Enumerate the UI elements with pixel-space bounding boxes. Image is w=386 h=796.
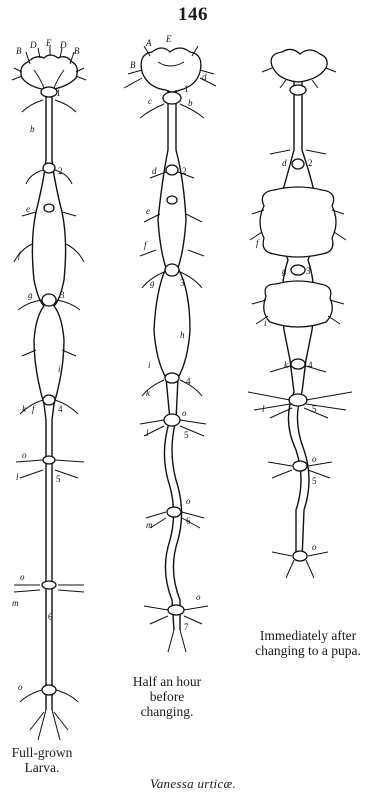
caption-line: changing to a pupa.: [230, 643, 386, 658]
label: 4: [308, 360, 313, 370]
caption-line: Immediately after: [230, 628, 386, 643]
larva-figure: B D E D B 1 b 2 e f g 3 i k f 4 o l 5 o …: [12, 38, 86, 740]
label: l: [16, 472, 19, 482]
label: 5: [312, 404, 317, 414]
half-hour-brain: [124, 46, 216, 92]
label: d: [282, 158, 287, 168]
label: 3: [180, 278, 185, 288]
label: b: [188, 98, 193, 108]
label: D: [29, 40, 37, 50]
pupa-thoracic-mass: [260, 187, 336, 327]
label: 3: [60, 290, 65, 300]
larva-lateral-nerves: [14, 100, 84, 740]
label: 5: [312, 476, 317, 486]
label: 2: [308, 158, 313, 168]
label: o: [186, 496, 191, 506]
pupa-caption: Immediately after changing to a pupa.: [230, 628, 386, 658]
label: d: [202, 72, 207, 82]
label: 7: [184, 622, 189, 632]
label: o: [18, 682, 23, 692]
label: E: [165, 34, 172, 44]
species-name: Vanessa urticæ.: [0, 776, 386, 792]
larva-caption: Full-grown Larva.: [2, 745, 82, 775]
pupa-brain: [262, 49, 336, 88]
half-hour-figure: A E B d c 1 b d 2 e f g 3 h i k 4 o l 5 …: [124, 34, 216, 652]
label: k: [146, 388, 151, 398]
label: m: [146, 520, 153, 530]
label: l: [146, 428, 149, 438]
caption-line: changing.: [112, 704, 222, 719]
label: o: [22, 450, 27, 460]
label: o: [182, 408, 187, 418]
label: f: [32, 404, 36, 414]
label: 6: [186, 516, 191, 526]
label: i: [148, 360, 151, 370]
label: f: [256, 238, 260, 248]
label: o: [312, 542, 317, 552]
label: g: [282, 266, 287, 276]
label: 6: [48, 612, 53, 622]
label: e: [146, 206, 150, 216]
caption-line: Half an hour: [112, 674, 222, 689]
caption-line: before: [112, 689, 222, 704]
label: 2: [58, 166, 63, 176]
caption-line: Full-grown: [2, 745, 82, 760]
label: 2: [182, 166, 187, 176]
label: D: [59, 40, 67, 50]
label: h: [180, 330, 185, 340]
label: B: [74, 46, 80, 56]
label: g: [150, 278, 155, 288]
label: 1: [184, 84, 189, 94]
label: 4: [58, 404, 63, 414]
label: o: [196, 592, 201, 602]
label: d: [152, 166, 157, 176]
label: B: [16, 46, 22, 56]
caption-line: Larva.: [2, 760, 82, 775]
label: A: [145, 38, 152, 48]
label: 4: [186, 376, 191, 386]
label: g: [28, 290, 33, 300]
label: e: [26, 204, 30, 214]
label: E: [45, 38, 52, 48]
label: l: [262, 404, 265, 414]
label: b: [30, 124, 35, 134]
label: m: [12, 598, 19, 608]
label: B: [130, 60, 136, 70]
label: i: [58, 364, 61, 374]
label: 5: [184, 430, 189, 440]
half-hour-caption: Half an hour before changing.: [112, 674, 222, 719]
label: 1: [56, 88, 61, 98]
label: 3: [306, 266, 311, 276]
label: i: [264, 318, 267, 328]
label: f: [144, 240, 148, 250]
label: o: [312, 454, 317, 464]
label: k: [284, 360, 289, 370]
label: c: [148, 96, 152, 106]
pupa-figure: d 2 f g 3 i k 4 l 5 o 5 o: [248, 49, 352, 578]
label: o: [20, 572, 25, 582]
label: 5: [56, 474, 61, 484]
